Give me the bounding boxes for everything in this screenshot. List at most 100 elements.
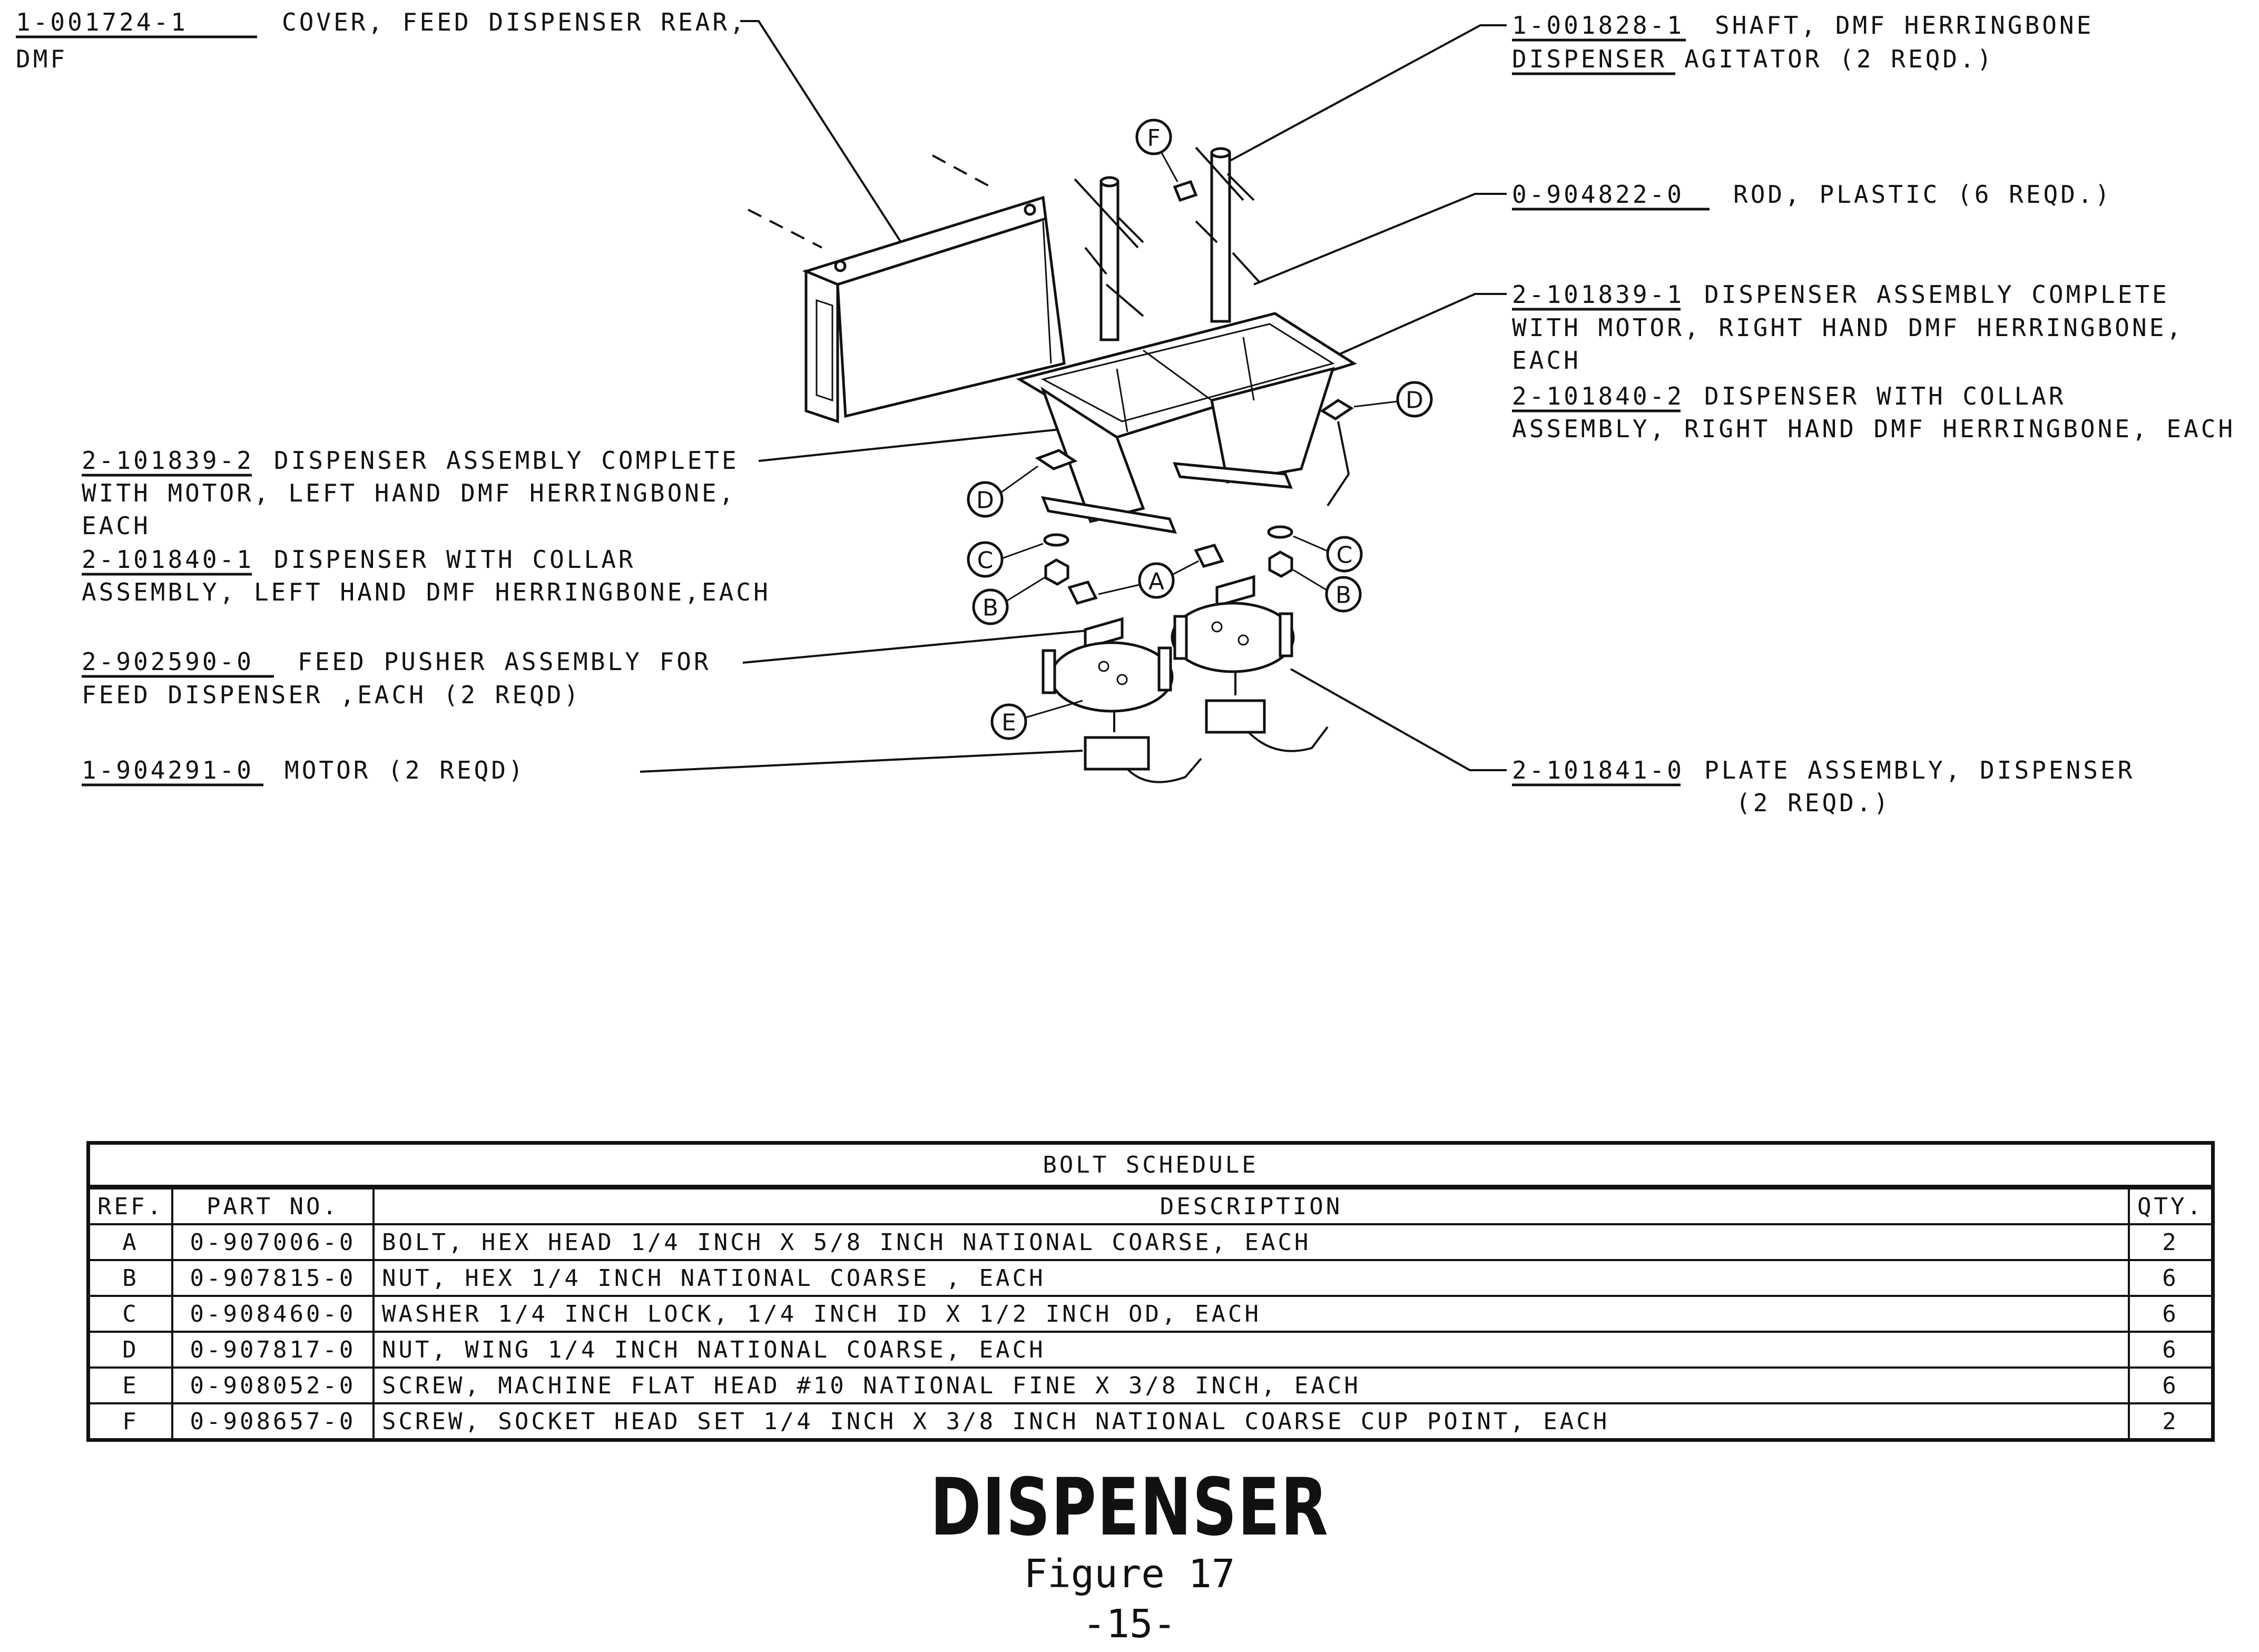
shaft-body bbox=[1099, 180, 1119, 341]
ref-letter: D bbox=[1406, 387, 1423, 414]
dash-line bbox=[748, 209, 822, 249]
ref-circle-b-right: B bbox=[1293, 569, 1362, 613]
table-row: E 0-908052-0 SCREW, MACHINE FLAT HEAD #1… bbox=[87, 1366, 2214, 1404]
callout-part-no: 2-101839-1 bbox=[1512, 280, 1684, 309]
table-row: C 0-908460-0 WASHER 1/4 INCH LOCK, 1/4 I… bbox=[87, 1295, 2214, 1333]
callout-desc-line: EACH bbox=[82, 512, 151, 540]
cover-slot bbox=[816, 299, 833, 402]
rod bbox=[1195, 146, 1244, 201]
ref-letter: A bbox=[1148, 568, 1164, 595]
callout-desc-line: WITH MOTOR, LEFT HAND DMF HERRINGBONE, bbox=[82, 479, 736, 507]
ref-circle-c-right: C bbox=[1293, 535, 1363, 573]
cell-ref: B bbox=[87, 1259, 173, 1297]
callout-plate-assembly: 2-101841-0 PLATE ASSEMBLY, DISPENSER (2 … bbox=[1290, 668, 2132, 817]
callout-part-no: 2-902590-0 bbox=[82, 647, 254, 676]
plate-hole bbox=[1116, 674, 1128, 685]
ref-letter: C bbox=[977, 547, 994, 574]
ref-circle-f: F bbox=[1135, 119, 1178, 182]
motor-body bbox=[1205, 699, 1266, 734]
ref-circle-a: A bbox=[1098, 560, 1199, 599]
cell-ref: C bbox=[87, 1295, 173, 1333]
figure-title: DISPENSER bbox=[930, 1462, 1329, 1553]
collar-plates-hardware bbox=[1035, 399, 1354, 605]
rod bbox=[1105, 283, 1144, 317]
cover-edge bbox=[1042, 221, 1052, 364]
plate-hole bbox=[1098, 661, 1109, 672]
ref-circle-c-left: C bbox=[967, 541, 1044, 578]
cell-ref: D bbox=[87, 1331, 173, 1369]
hopper-edge bbox=[1242, 337, 1255, 401]
table-row: A 0-907006-0 BOLT, HEX HEAD 1/4 INCH X 5… bbox=[87, 1223, 2214, 1261]
collar-plate-right bbox=[1173, 462, 1293, 489]
ref-circle-e: E bbox=[990, 700, 1083, 740]
callout-part-no: 0-904822-0 bbox=[1512, 180, 1684, 209]
hopper-left-funnel bbox=[1040, 386, 1145, 523]
shaft-top bbox=[1210, 147, 1231, 159]
ref-letter: B bbox=[1335, 582, 1351, 609]
leader-line bbox=[758, 426, 1086, 462]
callout-dispenser-assembly-right: 2-101839-1 DISPENSER ASSEMBLY COMPLETE W… bbox=[1306, 280, 2181, 375]
wing-nut-right bbox=[1320, 399, 1354, 420]
rod bbox=[1074, 178, 1139, 249]
wing-nut-left bbox=[1035, 449, 1078, 470]
ref-letter: D bbox=[976, 487, 994, 514]
table-row: D 0-907817-0 NUT, WING 1/4 INCH NATIONAL… bbox=[87, 1331, 2214, 1369]
cell-ref: A bbox=[87, 1223, 173, 1261]
leader-line bbox=[640, 750, 1083, 773]
callout-feed-pusher-assembly: 2-902590-0 FEED PUSHER ASSEMBLY FOR FEED… bbox=[82, 628, 1099, 709]
callout-desc-line: ASSEMBLY, RIGHT HAND DMF HERRINGBONE, EA… bbox=[1512, 415, 2235, 443]
cell-description: BOLT, HEX HEAD 1/4 INCH X 5/8 INCH NATIO… bbox=[372, 1223, 2130, 1261]
dispenser-hoppers bbox=[1016, 312, 1357, 523]
table-row: F 0-908657-0 SCREW, SOCKET HEAD SET 1/4 … bbox=[87, 1402, 2214, 1441]
callout-dispenser-collar-left: 2-101840-1 DISPENSER WITH COLLAR ASSEMBL… bbox=[82, 545, 768, 606]
callout-dispenser-assembly-left: 2-101839-2 DISPENSER ASSEMBLY COMPLETE W… bbox=[82, 426, 1086, 540]
cell-part-no: 0-907817-0 bbox=[171, 1331, 375, 1369]
rod bbox=[1232, 252, 1260, 283]
ref-circle-b-left: B bbox=[972, 576, 1046, 625]
agitator-shaft-right bbox=[1173, 146, 1260, 323]
hopper-inner-rim bbox=[1040, 323, 1335, 422]
spacer bbox=[1279, 612, 1293, 657]
cell-ref: F bbox=[87, 1402, 173, 1441]
cell-qty: 6 bbox=[2128, 1331, 2214, 1369]
cover-hole bbox=[1024, 203, 1036, 216]
cell-part-no: 0-908657-0 bbox=[171, 1402, 375, 1441]
callout-shaft-agitator: 1-001828-1 SHAFT, DMF HERRINGBONE DISPEN… bbox=[1230, 11, 2091, 162]
callout-part-no: 1-904291-0 bbox=[82, 756, 254, 784]
plate-hole bbox=[1211, 621, 1223, 633]
lock-washer bbox=[1043, 533, 1069, 547]
rod bbox=[1116, 215, 1144, 243]
ref-letter: E bbox=[1001, 710, 1016, 736]
col-header-ref: REF. bbox=[87, 1186, 173, 1225]
hex-bolt bbox=[1194, 544, 1224, 568]
callout-desc-line: DISPENSER WITH COLLAR bbox=[274, 545, 636, 574]
ref-letter: F bbox=[1147, 125, 1160, 152]
rod bbox=[1195, 220, 1218, 243]
col-header-qty: QTY. bbox=[2128, 1186, 2214, 1225]
plate-assembly-left bbox=[1042, 617, 1202, 783]
leader-line bbox=[1306, 293, 1507, 370]
cell-part-no: 0-908460-0 bbox=[171, 1295, 375, 1333]
plate-hole bbox=[1237, 634, 1249, 646]
cover-face bbox=[836, 217, 1066, 418]
leader-line bbox=[1230, 24, 1507, 162]
cell-part-no: 0-907815-0 bbox=[171, 1259, 375, 1297]
cell-description: SCREW, SOCKET HEAD SET 1/4 INCH X 3/8 IN… bbox=[372, 1402, 2130, 1441]
table-title: BOLT SCHEDULE bbox=[87, 1142, 2214, 1189]
callout-desc-line: EACH bbox=[1512, 346, 1581, 375]
callout-desc-line: DISPENSER ASSEMBLY COMPLETE bbox=[1704, 280, 2169, 309]
callout-part-no: 2-101841-0 bbox=[1512, 756, 1684, 784]
callout-part-no: 1-001828-1 bbox=[1512, 11, 1684, 40]
callout-desc-line: DISPENSER ASSEMBLY COMPLETE bbox=[274, 446, 739, 475]
cell-part-no: 0-907006-0 bbox=[171, 1223, 375, 1261]
cell-description: NUT, WING 1/4 INCH NATIONAL COARSE, EACH bbox=[372, 1331, 2130, 1369]
rod bbox=[1226, 173, 1255, 201]
callout-desc-line: ROD, PLASTIC (6 REQD.) bbox=[1733, 180, 2112, 209]
collar-plate-left bbox=[1041, 496, 1177, 534]
callout-part-no: 2-101840-1 bbox=[82, 545, 254, 574]
bolt-schedule-table: BOLT SCHEDULE REF. PART NO. DESCRIPTION … bbox=[86, 1141, 2215, 1442]
ref-circle-d-right: D bbox=[1353, 381, 1433, 418]
leader-line bbox=[742, 628, 1099, 664]
set-screw bbox=[1173, 180, 1198, 202]
cell-qty: 6 bbox=[2128, 1259, 2214, 1297]
